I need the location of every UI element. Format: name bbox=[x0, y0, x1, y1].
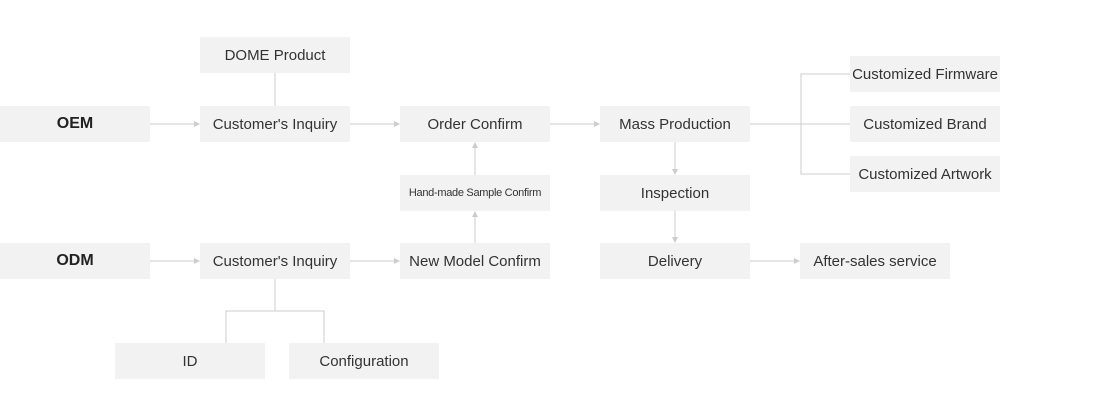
id-node: ID bbox=[115, 343, 265, 379]
handmade-sample-confirm-node: Hand-made Sample Confirm bbox=[400, 175, 550, 211]
dome-product-node: DOME Product bbox=[200, 37, 350, 73]
mass-production-node: Mass Production bbox=[600, 106, 750, 142]
order-confirm-node: Order Confirm bbox=[400, 106, 550, 142]
oem-node: OEM bbox=[0, 106, 150, 142]
oem-customer-inquiry-node: Customer's Inquiry bbox=[200, 106, 350, 142]
customized-artwork-node: Customized Artwork bbox=[850, 156, 1000, 192]
odm-node: ODM bbox=[0, 243, 150, 279]
odm-customer-inquiry-node: Customer's Inquiry bbox=[200, 243, 350, 279]
delivery-node: Delivery bbox=[600, 243, 750, 279]
new-model-confirm-node: New Model Confirm bbox=[400, 243, 550, 279]
customized-firmware-node: Customized Firmware bbox=[850, 56, 1000, 92]
customized-brand-node: Customized Brand bbox=[850, 106, 1000, 142]
inspection-node: Inspection bbox=[600, 175, 750, 211]
after-sales-service-node: After-sales service bbox=[800, 243, 950, 279]
configuration-node: Configuration bbox=[289, 343, 439, 379]
